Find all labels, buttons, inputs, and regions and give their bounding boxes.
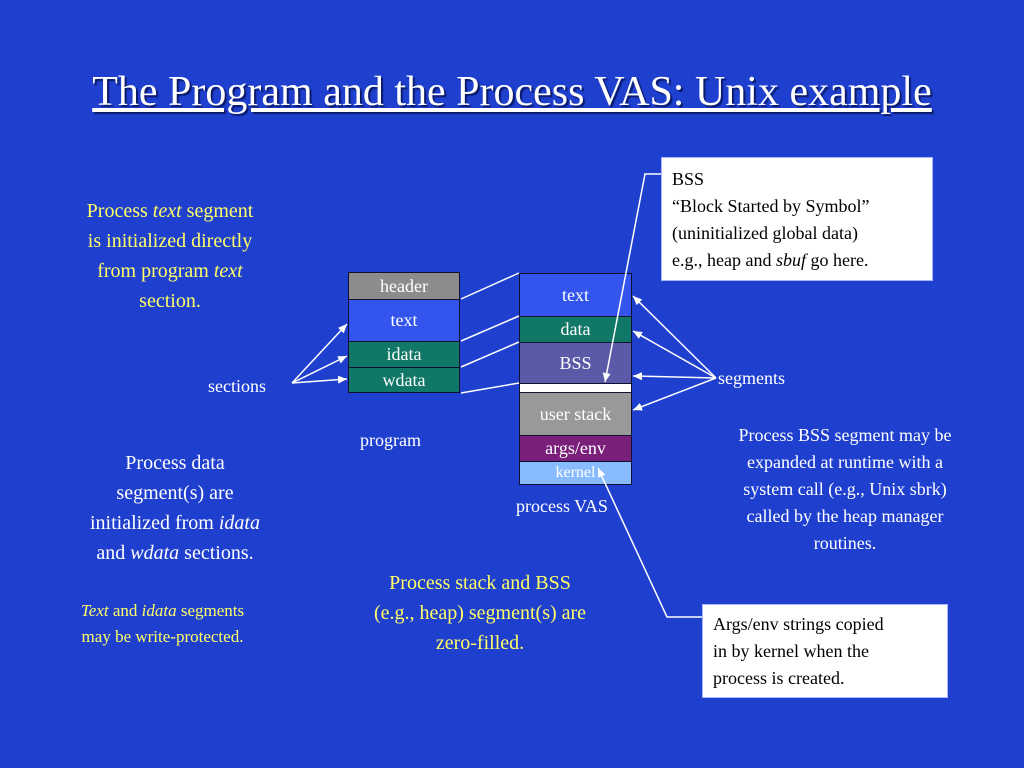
- note-line: Process BSS segment may be: [738, 425, 952, 445]
- program-section-idata: idata: [348, 341, 460, 368]
- note-fragment: segments: [176, 601, 245, 620]
- vas-segment-user-stack: user stack: [519, 392, 632, 436]
- note-fragment: sections.: [179, 542, 254, 564]
- sections-label: sections: [208, 376, 266, 396]
- note-italic: idata: [141, 601, 177, 620]
- note-fragment: Process: [86, 200, 153, 222]
- note-line: Process data: [125, 452, 225, 474]
- note-line: (e.g., heap) segment(s) are: [373, 602, 587, 624]
- note-line: may be write-protected.: [81, 627, 244, 646]
- vas-segment-data: data: [519, 316, 632, 343]
- bss-expand-note: Process BSS segment may be expanded at r…: [695, 422, 995, 557]
- text-segment-note: Process text segment is initialized dire…: [40, 196, 300, 316]
- write-protect-note: Text and idata segments may be write-pro…: [35, 598, 290, 650]
- map-line-wdata: [460, 382, 520, 394]
- note-line: routines.: [813, 533, 877, 553]
- note-fragment: from program: [97, 260, 214, 282]
- note-line: zero-filled.: [435, 632, 525, 654]
- callout-line: (uninitialized global data): [672, 223, 858, 243]
- map-line-text: [460, 315, 520, 342]
- note-italic: text: [213, 260, 243, 282]
- arrow-sections-text: [291, 323, 348, 384]
- arrow-sections-idata: [291, 355, 348, 384]
- vas-segment-args-env: args/env: [519, 435, 632, 462]
- note-fragment: segment: [181, 200, 254, 222]
- note-line: system call (e.g., Unix sbrk): [743, 479, 947, 499]
- arrow-segments-bss: [632, 372, 717, 381]
- callout-fragment: go here.: [805, 250, 869, 270]
- segments-label: segments: [718, 368, 785, 388]
- map-line-header: [460, 272, 520, 300]
- vas-segment-bss: BSS: [519, 342, 632, 384]
- note-fragment: and: [96, 542, 131, 564]
- note-italic: text: [152, 200, 182, 222]
- page-title: The Program and the Process VAS: Unix ex…: [92, 69, 932, 115]
- process-vas-label: process VAS: [516, 496, 608, 516]
- arrow-segments-data: [632, 330, 717, 379]
- note-fragment: and: [108, 601, 142, 620]
- note-line: section.: [139, 290, 201, 312]
- arrow-segments-stack: [632, 377, 717, 411]
- program-section-header: header: [348, 272, 460, 300]
- note-line: called by the heap manager: [746, 506, 944, 526]
- note-line: expanded at runtime with a: [747, 452, 943, 472]
- vas-segment-text: text: [519, 273, 632, 317]
- map-line-idata: [460, 341, 520, 368]
- args-callout: Args/env strings copied in by kernel whe…: [702, 604, 948, 698]
- callout-line: Args/env strings copied: [713, 614, 884, 634]
- bss-callout: BSS “Block Started by Symbol” (uninitial…: [661, 157, 933, 281]
- arrow-sections-wdata: [291, 375, 348, 384]
- note-italic: Text: [80, 601, 109, 620]
- callout-line: in by kernel when the: [713, 641, 869, 661]
- note-fragment: initialized from: [90, 512, 219, 534]
- program-section-text: text: [348, 299, 460, 342]
- stack-zero-fill-note: Process stack and BSS (e.g., heap) segme…: [330, 568, 630, 658]
- arrow-segments-text: [632, 295, 717, 379]
- note-italic: idata: [218, 512, 260, 534]
- callout-fragment: e.g., heap and: [672, 250, 776, 270]
- callout-line: “Block Started by Symbol”: [672, 196, 870, 216]
- callout-line: process is created.: [713, 668, 845, 688]
- program-section-wdata: wdata: [348, 367, 460, 393]
- data-segment-note: Process data segment(s) are initialized …: [45, 448, 305, 568]
- callout-italic: sbuf: [775, 250, 806, 270]
- note-line: segment(s) are: [116, 482, 234, 504]
- note-line: is initialized directly: [87, 230, 253, 252]
- callout-line: BSS: [672, 169, 705, 189]
- vas-segment-kernel: kernel: [519, 461, 632, 485]
- program-label: program: [360, 430, 421, 450]
- note-line: Process stack and BSS: [389, 572, 571, 594]
- note-italic: wdata: [130, 542, 180, 564]
